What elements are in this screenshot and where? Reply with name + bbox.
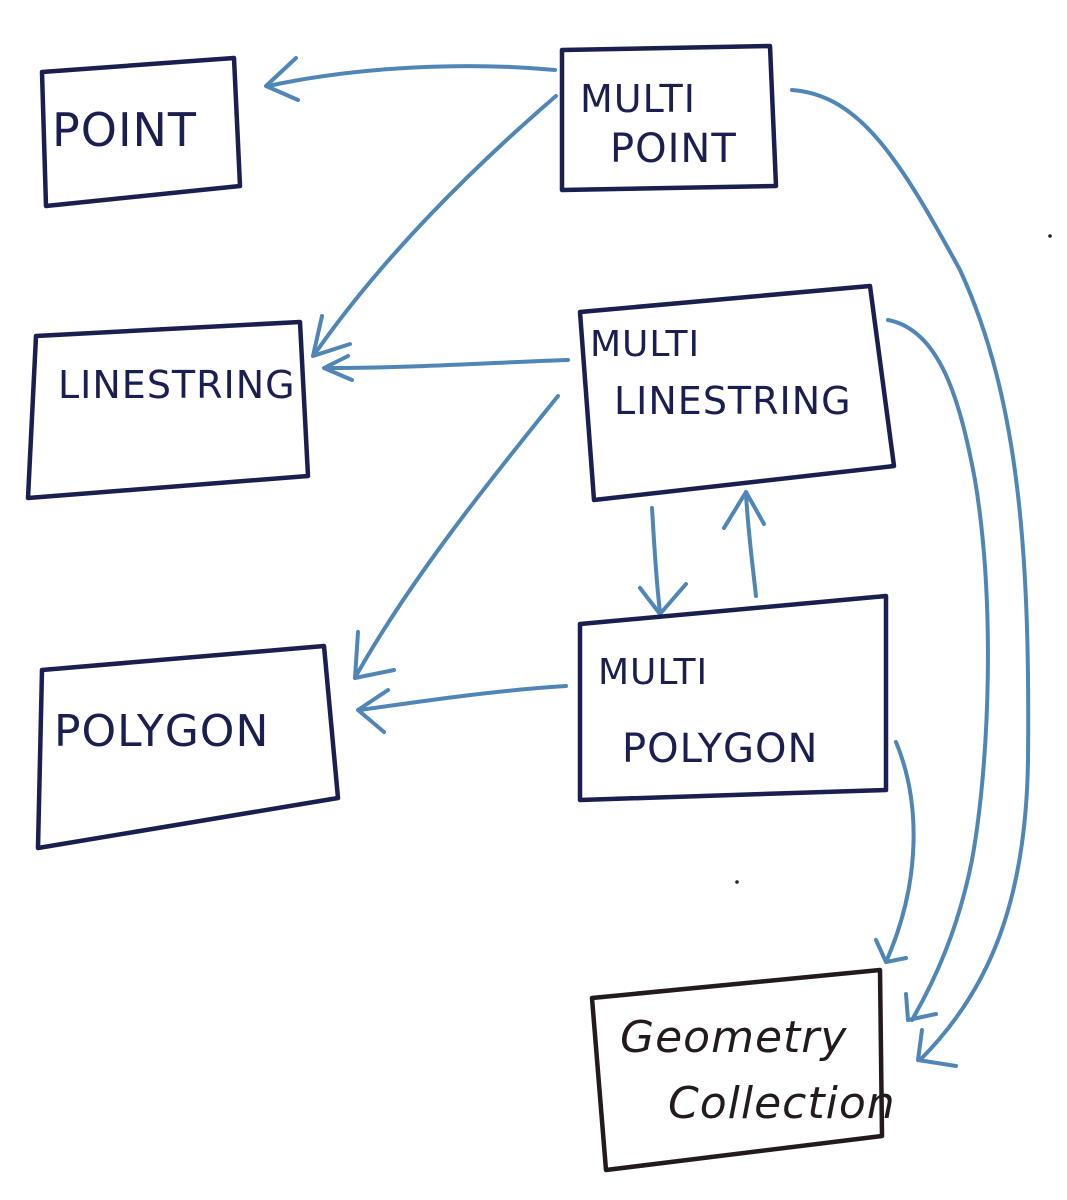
node-multipolygon-box [577,593,889,803]
edges-group [264,56,1031,1068]
node-multipolygon-label-line-1: MULTI [598,652,708,693]
edge-multilinestring-to-multipolygon [650,506,662,614]
stray-dot [1048,234,1052,238]
edge-multipoint-to-collection-head [916,1028,958,1068]
edge-multipolygon-to-multilinestring-head [722,490,766,530]
node-linestring[interactable]: LINESTRING [25,319,311,501]
node-point-label-line-1: POINT [52,103,197,157]
node-geometrycollection[interactable]: Geometry Collection [589,967,896,1173]
node-linestring-box [25,319,311,501]
node-multipoint-label-line-1: MULTI [580,77,696,121]
edge-multipoint-to-point-head [264,56,300,102]
node-multilinestring-label-line-2: LINESTRING [614,379,852,423]
edge-multilinestring-to-linestring-head [322,354,354,382]
edge-multipolygon-to-collection-head [874,938,908,964]
edge-multilinestring-to-collection-head [904,992,938,1022]
edge-multipolygon-to-polygon-head [356,688,390,734]
node-geometrycollection-box [589,967,885,1173]
node-polygon-label-line-1: POLYGON [54,706,269,757]
edge-multipoint-to-linestring [312,94,558,357]
nodes-group: POINT LINESTRING POLYGON MULTI POINT MUL… [25,43,897,1173]
node-multilinestring-label-line-1: MULTI [590,324,700,365]
node-linestring-label-line-1: LINESTRING [58,363,296,407]
node-multipolygon[interactable]: MULTI POLYGON [577,593,889,803]
node-polygon[interactable]: POLYGON [35,643,341,851]
node-point-box [39,55,243,209]
node-geometrycollection-label-line-1: Geometry [620,1012,847,1063]
node-multilinestring[interactable]: MULTI LINESTRING [577,283,897,503]
edge-multilinestring-to-polygon [354,394,560,678]
node-multipoint-box [559,43,779,193]
node-point[interactable]: POINT [39,55,243,209]
stray-dot [735,880,739,884]
edge-multipoint-to-linestring-head [311,314,352,358]
edge-multipolygon-to-multilinestring [744,492,758,598]
node-multipolygon-label-line-2: POLYGON [622,726,818,772]
node-multipoint[interactable]: MULTI POINT [559,43,779,193]
edge-multilinestring-to-polygon-head [353,630,396,680]
edge-multipolygon-to-polygon [358,684,568,712]
edge-multipoint-to-point [266,64,557,88]
edge-multilinestring-to-multipolygon-head [638,582,688,616]
edge-multilinestring-to-collection [886,318,990,1022]
node-polygon-box [35,643,341,851]
edge-multipolygon-to-collection [884,740,916,964]
node-geometrycollection-label-line-2: Collection [668,1078,896,1129]
edge-multilinestring-to-linestring [324,358,570,370]
node-multilinestring-box [577,283,897,503]
node-multipoint-label-line-2: POINT [610,126,737,172]
edge-multipoint-to-collection [790,88,1031,1062]
